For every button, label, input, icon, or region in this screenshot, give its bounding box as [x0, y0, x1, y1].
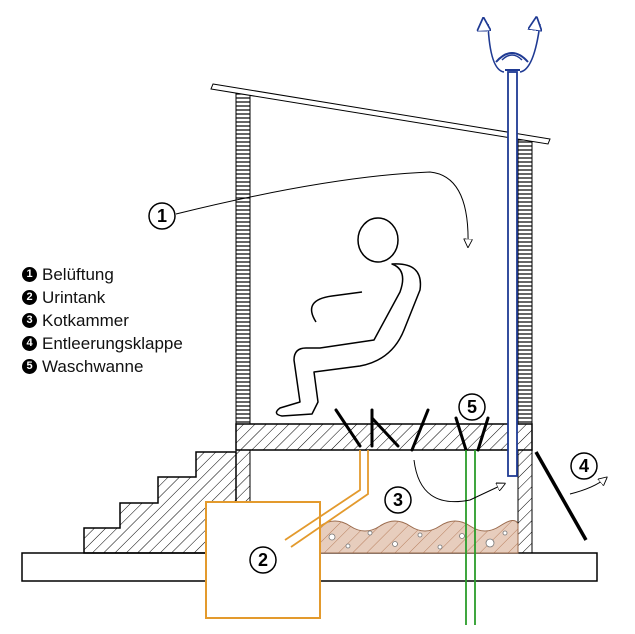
legend-number: 4	[22, 336, 37, 351]
urine-pipe	[284, 450, 361, 541]
legend-label: Kotkammer	[42, 311, 129, 330]
vent-arrow-left	[488, 24, 505, 73]
vent-cap-inner	[501, 54, 523, 61]
vent-pipe	[507, 71, 518, 477]
callout-4: 4	[570, 452, 598, 480]
vent-arrow-right	[519, 24, 540, 73]
legend-item-emptying-hatch: 4 Entleerungsklappe	[22, 332, 183, 355]
emptying-hatch	[534, 451, 588, 541]
legend: 1 Belüftung 2 Urintank 3 Kotkammer 4 Entleer…	[22, 263, 183, 378]
legend-number: 1	[22, 267, 37, 282]
svg-text:3: 3	[393, 490, 403, 510]
floor-slab	[235, 423, 533, 451]
legend-label: Belüftung	[42, 265, 114, 284]
legend-item-feces-chamber: 3 Kotkammer	[22, 309, 183, 332]
hatch-arrow-4	[569, 478, 606, 495]
seated-person	[275, 217, 422, 417]
legend-number: 2	[22, 290, 37, 305]
legend-item-ventilation: 1 Belüftung	[22, 263, 183, 286]
callout-5: 5	[458, 393, 486, 421]
svg-text:4: 4	[579, 456, 589, 476]
callout-2: 2	[249, 546, 277, 574]
callout-1: 1	[148, 202, 176, 230]
left-wall	[235, 91, 251, 425]
roof	[210, 83, 551, 145]
legend-number: 5	[22, 359, 37, 374]
svg-text:2: 2	[258, 550, 268, 570]
svg-text:1: 1	[157, 206, 167, 226]
toilet-funnels	[334, 408, 490, 452]
airflow-arrow-3	[413, 459, 504, 503]
vent-cap	[495, 52, 529, 63]
legend-label: Urintank	[42, 288, 106, 307]
chamber-right-wall	[517, 449, 533, 554]
urine-pipe-inner	[290, 450, 369, 548]
svg-text:5: 5	[467, 397, 477, 417]
legend-label: Entleerungsklappe	[42, 334, 183, 353]
legend-number: 3	[22, 313, 37, 328]
legend-label: Waschwanne	[42, 357, 144, 376]
feces-bubbles	[328, 530, 508, 550]
right-wall	[517, 139, 533, 425]
callout-3: 3	[384, 486, 412, 514]
legend-item-wash-basin: 5 Waschwanne	[22, 355, 183, 378]
legend-item-urine-tank: 2 Urintank	[22, 286, 183, 309]
airflow-arrow-1	[175, 171, 468, 246]
